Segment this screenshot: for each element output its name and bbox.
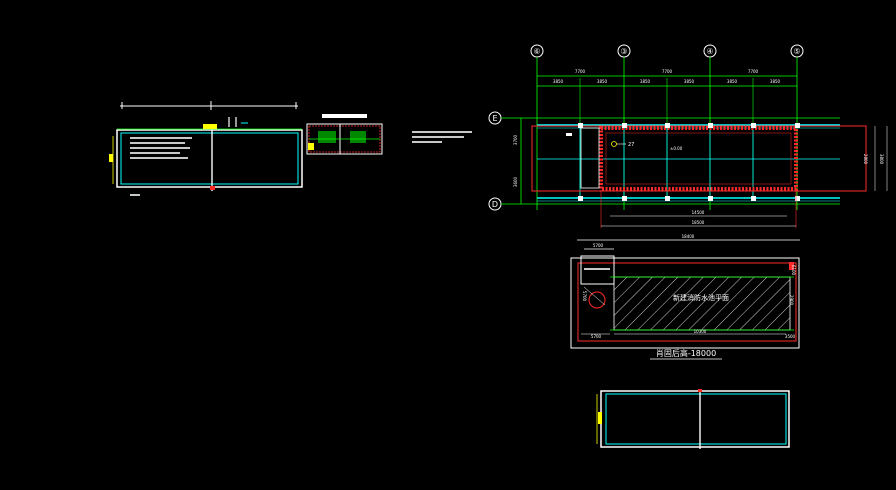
axis-label-2: ③ [620, 47, 627, 56]
plan-dim-bottom-2: 10300 [694, 329, 707, 334]
dim-left-1: 3700 [513, 134, 518, 145]
dim-span-2: 7700 [662, 69, 673, 74]
plan-caption: 肖固后高-18000 [656, 348, 716, 358]
plan-dim-side-2: 2900 [789, 295, 794, 306]
dim-span-3: 7700 [748, 69, 759, 74]
axis-bubbles-top: ⑥ ③ ④ ⑤ [530, 44, 804, 58]
axis-label-4: ⑤ [793, 47, 800, 56]
axis-label-e: E [492, 114, 497, 123]
pool-plan: 18400 5700 新建消防水池平面 6100 2900 5700 5700 … [570, 234, 800, 360]
dim-subspan-6: 3850 [770, 79, 781, 84]
small-detail-drawing [306, 114, 383, 155]
axis-bubbles-left: E D [488, 111, 502, 211]
dim-subspan-3: 3850 [640, 79, 651, 84]
dim-subspan-4: 3850 [684, 79, 695, 84]
dim-subspan-5: 3850 [727, 79, 738, 84]
axis-label-1: ⑥ [533, 47, 540, 56]
dim-bottom-2: 18500 [692, 220, 705, 225]
callout-elevation: ±0.00 [670, 146, 683, 151]
axis-label-d: D [492, 200, 498, 209]
plan-dim-top-left: 5700 [593, 243, 604, 248]
plan-dim-side-3: 5700 [582, 291, 587, 302]
axis-label-3: ④ [706, 47, 713, 56]
dim-span-1: 7700 [575, 69, 586, 74]
dim-subspan-1: 3850 [553, 79, 564, 84]
dim-right-2: 3800 [879, 154, 884, 165]
plan-dim-bottom-3: 3500 [785, 334, 796, 339]
dim-subspan-2: 3850 [597, 79, 608, 84]
plan-dim-bottom-1: 5700 [591, 334, 602, 339]
outer-wall-outline [531, 125, 867, 192]
pool-wall [599, 126, 798, 191]
callout-number: 27 [628, 142, 634, 148]
hatch-label: 新建消防水池平面 [673, 293, 729, 302]
left-elevation-drawing [109, 101, 303, 196]
plan-dim-side-1: 6100 [791, 265, 796, 276]
dim-bottom-1: 14500 [692, 210, 705, 215]
dim-left-2: 3600 [513, 176, 518, 187]
bottom-elevation-drawing [596, 389, 790, 449]
note-text-block [412, 131, 472, 143]
dim-right-1: 2800 [863, 154, 868, 165]
structural-grid-plan: ⑥ ③ ④ ⑤ E D 7700 7700 7700 3850 38 [488, 44, 888, 228]
plan-dim-top: 18400 [682, 234, 695, 239]
hatched-pool-area [613, 276, 791, 331]
